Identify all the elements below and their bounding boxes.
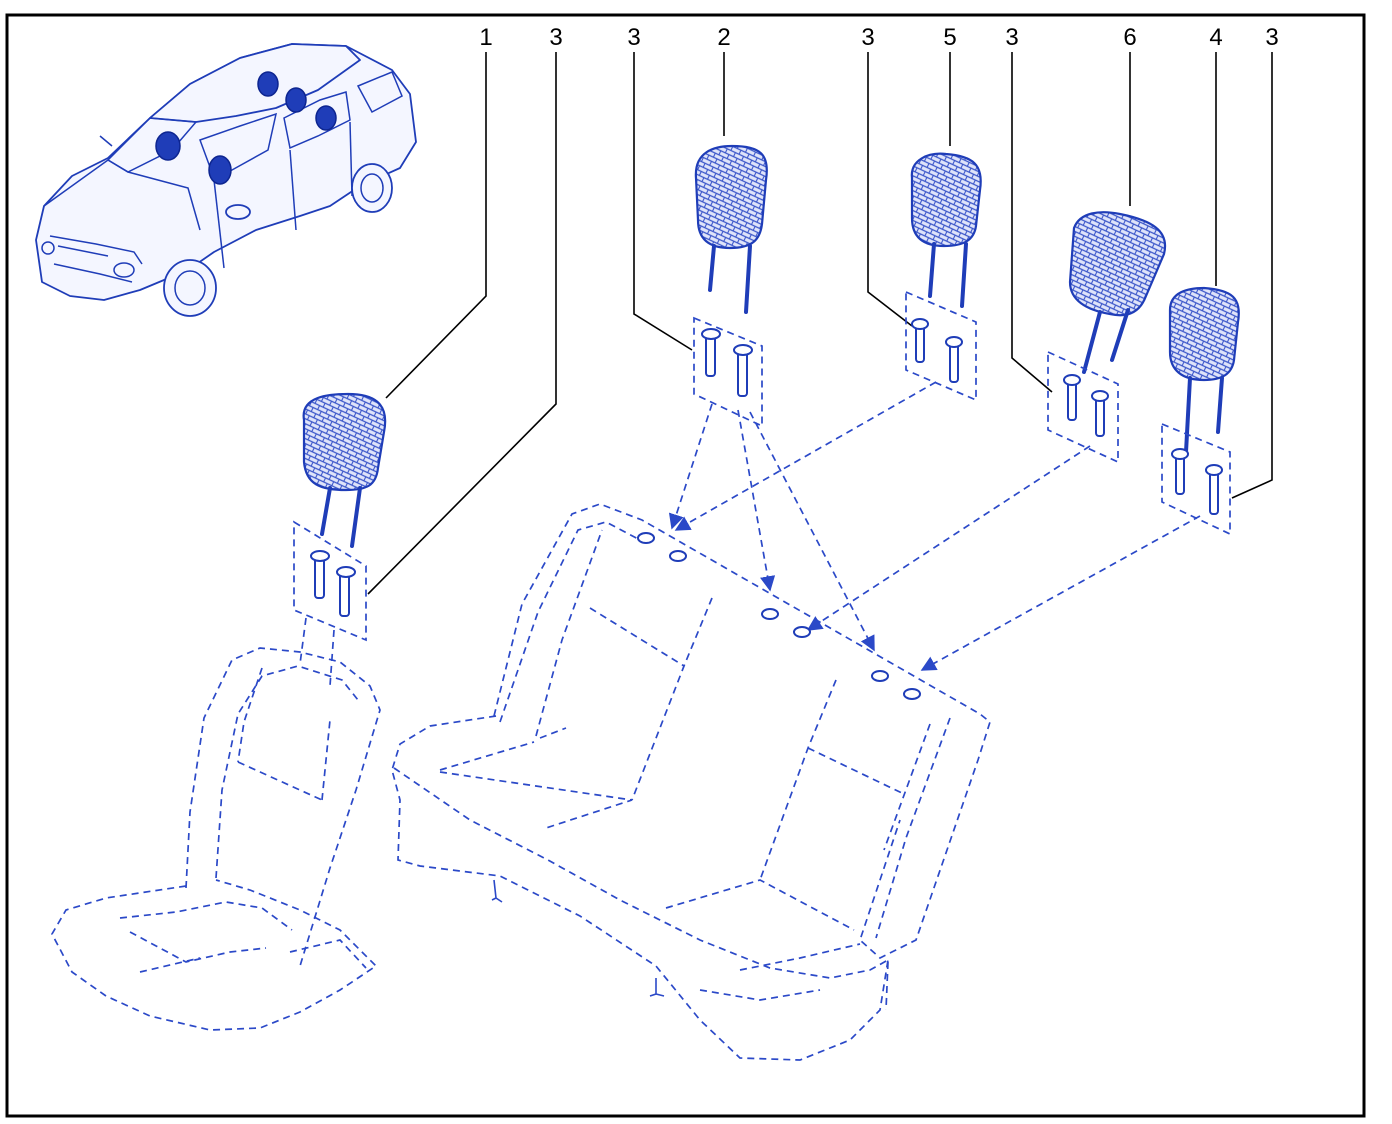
callout-label: 3 [861,24,874,51]
leader-lines [367,52,1273,595]
callout-label: 1 [479,24,492,51]
guide-sleeve-icon [693,316,763,428]
headrest-icon [1168,286,1240,454]
headrest-sockets [637,532,921,700]
assembly-arrows [299,381,1201,687]
headrest-icon [910,152,982,308]
headrest-icon [302,392,387,548]
callout-label: 3 [627,24,640,51]
diagram-frame [5,13,1366,1118]
callout-label: 2 [717,24,730,51]
callout-label: 6 [1123,24,1136,51]
callout-label: 5 [943,24,956,51]
vehicle-thumbnail-icon [35,43,417,317]
guide-sleeve-icon [1047,350,1119,464]
callout-label: 3 [1265,24,1278,51]
callout-labels: 1 3 3 2 3 5 3 6 4 3 [479,24,1278,51]
callout-label: 4 [1209,24,1222,51]
headrest-icon [1068,211,1167,374]
front-seat-outline [51,647,381,1031]
headrest-icon [694,144,768,314]
callout-label: 3 [549,24,562,51]
rear-bench-outline [391,503,991,1061]
guide-sleeve-icon [1161,422,1231,536]
guide-sleeve-icon [293,520,367,642]
guide-sleeve-icon [905,290,977,402]
callout-label: 3 [1005,24,1018,51]
